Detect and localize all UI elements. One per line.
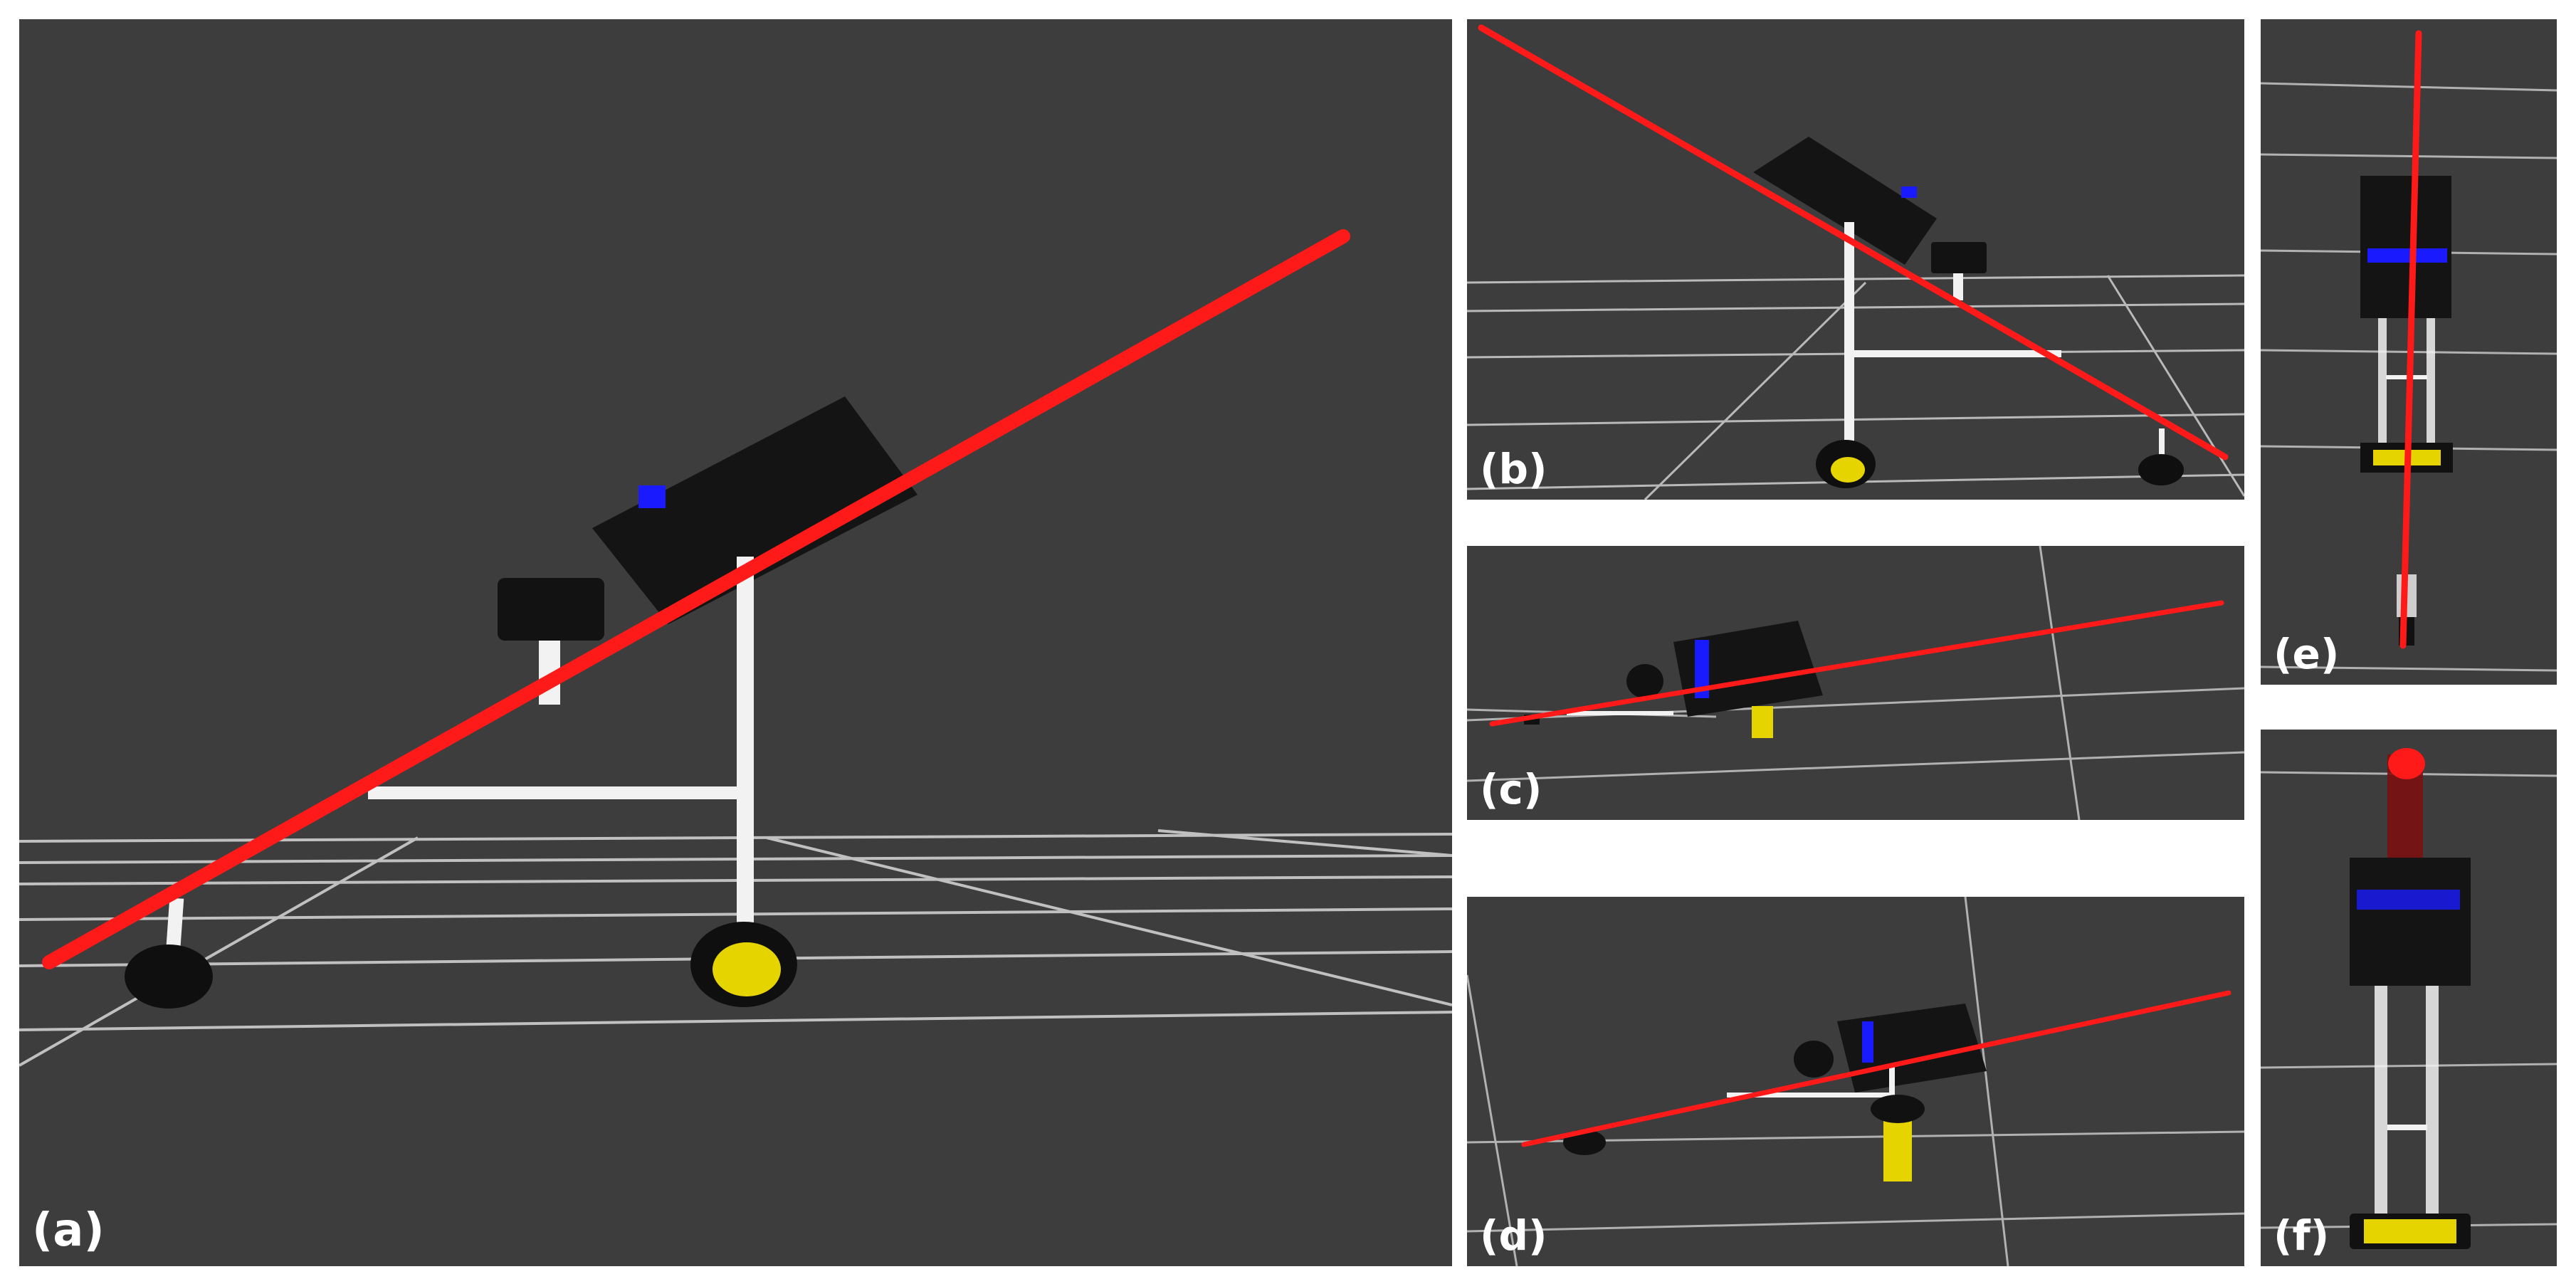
robot-body <box>125 396 918 1009</box>
vertical-frame <box>1844 222 1854 457</box>
robot-scene-oblique-view-2 <box>1467 897 2244 1266</box>
panel-label: (d) <box>1480 1211 1547 1260</box>
robot-body <box>2350 748 2471 1249</box>
panel-label: (b) <box>1480 445 1547 493</box>
left-frame <box>2375 986 2387 1221</box>
chassis-box <box>1673 621 1823 717</box>
blue-marker <box>638 485 666 508</box>
sensor-head <box>498 578 604 641</box>
laser-line <box>1489 600 2224 727</box>
rear-wheel <box>125 944 213 1009</box>
horizontal-frame <box>368 786 752 799</box>
horizontal-frame <box>2386 375 2427 379</box>
chassis-box <box>1753 137 1937 265</box>
left-frame <box>2378 318 2387 460</box>
right-frame <box>2427 318 2435 460</box>
sensor-mast <box>1953 273 1963 300</box>
blue-marker <box>1862 1021 1873 1063</box>
panel-f: (f) <box>2261 730 2557 1266</box>
blue-marker <box>1901 186 1917 198</box>
front-wheel-hub <box>1752 706 1773 738</box>
robot-scene-oblique-view <box>1467 546 2244 820</box>
laser-spot <box>2388 748 2425 779</box>
chassis-box <box>592 396 918 624</box>
blue-marker <box>2357 890 2460 910</box>
laser-line <box>1478 24 2229 460</box>
sensor-head <box>1931 242 1987 273</box>
robot-body <box>1524 621 1823 738</box>
robot-scene-rear-view <box>2261 748 2557 1249</box>
horizontal-frame <box>1727 1093 1891 1098</box>
front-wheel-hub <box>1831 457 1865 483</box>
horizontal-frame <box>1567 711 1673 715</box>
blue-marker <box>1695 640 1709 698</box>
sensor-head <box>1626 664 1663 698</box>
panel-label: (e) <box>2273 630 2340 678</box>
panel-label: (f) <box>2273 1211 2330 1260</box>
laser-line <box>42 229 1350 969</box>
panel-b: (b) <box>1467 19 2244 500</box>
panel-a: (a) <box>19 19 1452 1266</box>
sensor-head <box>1794 1041 1834 1078</box>
panel-e: (e) <box>2261 19 2557 685</box>
blue-marker <box>2367 248 2447 263</box>
rear-strut <box>2159 428 2165 465</box>
ground-grid <box>1467 546 2244 820</box>
laser-line <box>2399 30 2422 649</box>
chassis-box <box>2350 858 2471 986</box>
front-wheel-hub <box>2364 1219 2456 1243</box>
panel-label: (c) <box>1480 765 1542 814</box>
rear-wheel <box>2138 454 2184 485</box>
horizontal-frame <box>1848 350 2061 357</box>
vertical-frame <box>737 557 754 952</box>
laser-line <box>1521 990 2231 1147</box>
chassis-box <box>2360 176 2451 318</box>
horizontal-frame <box>2387 1125 2427 1130</box>
front-wheel-hub <box>713 942 781 996</box>
panel-label: (a) <box>32 1204 105 1257</box>
robot-scene-angled-view <box>1467 24 2244 500</box>
vertical-frame <box>1889 1064 1895 1107</box>
panel-d: (d) <box>1467 897 2244 1266</box>
panel-c: (c) <box>1467 546 2244 820</box>
robot-scene-top-view <box>2261 30 2557 672</box>
robot-body <box>1753 137 2184 488</box>
front-wheel-tire <box>1871 1095 1925 1123</box>
robot-scene-side-view <box>19 229 1452 1067</box>
right-frame <box>2426 986 2439 1221</box>
